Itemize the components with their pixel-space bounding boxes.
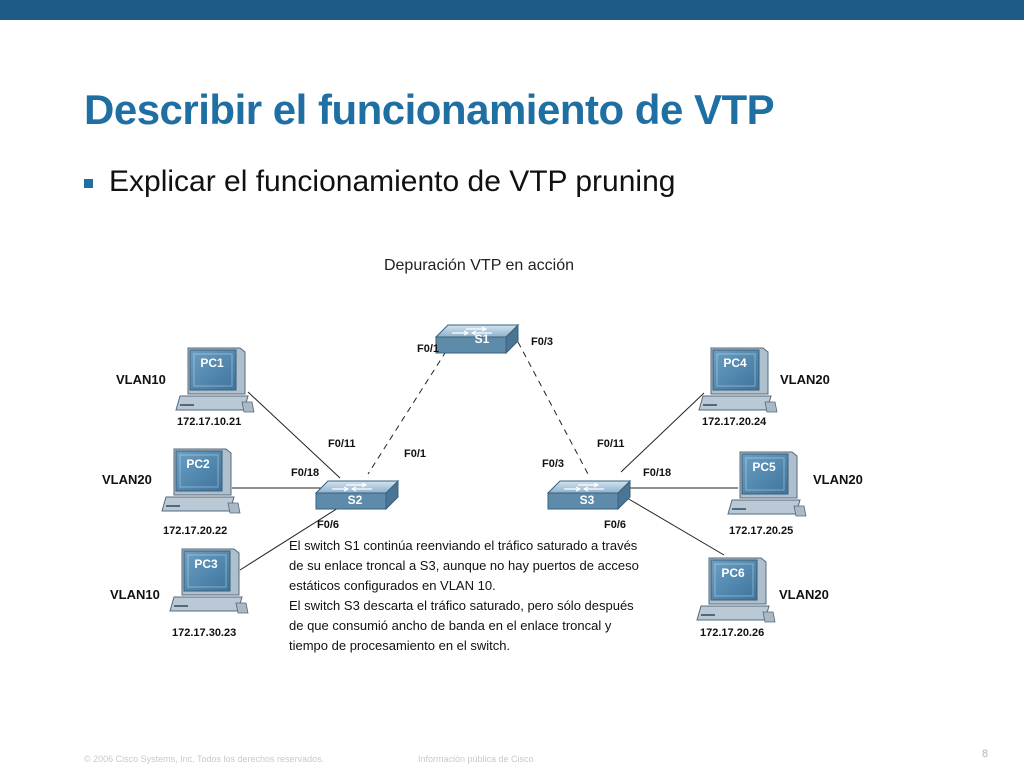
- pc2-vlan: VLAN20: [102, 472, 152, 487]
- bullet-square-icon: [84, 178, 93, 188]
- bullet-text: Explicar el funcionamiento de VTP prunin…: [109, 165, 676, 198]
- footer-copyright: © 2006 Cisco Systems, Inc. Todos los der…: [84, 754, 325, 764]
- caption-line: de que consumió ancho de banda en el enl…: [289, 618, 612, 633]
- pc4-ip: 172.17.20.24: [702, 416, 767, 428]
- pc6-label: PC6: [721, 566, 745, 580]
- caption-line: estáticos configurados en VLAN 10.: [289, 578, 496, 593]
- pc2-ip: 172.17.20.22: [163, 525, 227, 537]
- pc1: PC1: [175, 347, 255, 413]
- footer-classification: Información pública de Cisco: [418, 754, 534, 764]
- pc6: PC6: [696, 557, 776, 623]
- port-s3-f011: F0/11: [597, 438, 625, 450]
- pc6-vlan: VLAN20: [779, 587, 829, 602]
- pc6-ip: 172.17.20.26: [700, 627, 764, 639]
- pc2-label: PC2: [186, 457, 210, 471]
- link-s3-pc4: [620, 392, 705, 473]
- top-bar: [0, 0, 1024, 20]
- port-s3-f03: F0/3: [542, 458, 564, 470]
- pc1-ip: 172.17.10.21: [177, 416, 241, 428]
- slide-title: Describir el funcionamiento de VTP: [84, 86, 775, 133]
- link-pc1-s2: [247, 391, 341, 479]
- pc4-label: PC4: [723, 356, 747, 370]
- pc1-vlan: VLAN10: [116, 372, 166, 387]
- pc5-label: PC5: [752, 460, 776, 474]
- trunk-s1-s3: [517, 341, 589, 475]
- port-s3-f018: F0/18: [643, 467, 671, 479]
- port-s3-f06: F0/6: [604, 519, 626, 531]
- pc5-vlan: VLAN20: [813, 472, 863, 487]
- caption-line: de su enlace troncal a S3, aunque no hay…: [289, 558, 639, 573]
- switch-s1-label: S1: [475, 332, 490, 346]
- switch-s3-label: S3: [580, 493, 595, 507]
- pc4: PC4: [698, 347, 778, 413]
- port-s2-f06: F0/6: [317, 519, 339, 531]
- pc3-ip: 172.17.30.23: [172, 627, 236, 639]
- pc3: PC3: [169, 548, 249, 614]
- port-s1-f01: F0/1: [417, 343, 439, 355]
- switch-s1: S1: [435, 324, 519, 354]
- pc5: PC5: [727, 451, 807, 517]
- pc3-label: PC3: [194, 557, 218, 571]
- caption-line: tiempo de procesamiento en el switch.: [289, 638, 510, 653]
- switch-s2-label: S2: [348, 493, 363, 507]
- page-number: 8: [982, 748, 989, 760]
- caption-line: El switch S1 continúa reenviando el tráf…: [289, 538, 638, 553]
- bullet-item: Explicar el funcionamiento de VTP prunin…: [84, 162, 675, 202]
- port-s1-f03: F0/3: [531, 336, 553, 348]
- switch-s3: S3: [547, 480, 631, 510]
- pc2: PC2: [161, 448, 241, 514]
- link-pc3-s2: [239, 502, 347, 571]
- pc3-vlan: VLAN10: [110, 587, 160, 602]
- trunk-s1-s2: [367, 341, 453, 475]
- link-s3-pc6: [626, 497, 725, 556]
- pc4-vlan: VLAN20: [780, 372, 830, 387]
- switch-s2: S2: [315, 480, 399, 510]
- port-s2-f01: F0/1: [404, 448, 426, 460]
- port-s2-f011: F0/11: [328, 438, 356, 450]
- caption-line: El switch S3 descarta el tráfico saturad…: [289, 598, 634, 613]
- diagram-caption: El switch S1 continúa reenviando el tráf…: [289, 538, 639, 653]
- port-s2-f018: F0/18: [291, 467, 319, 479]
- pc5-ip: 172.17.20.25: [729, 525, 793, 537]
- diagram-title: Depuración VTP en acción: [384, 257, 574, 274]
- pc1-label: PC1: [200, 356, 224, 370]
